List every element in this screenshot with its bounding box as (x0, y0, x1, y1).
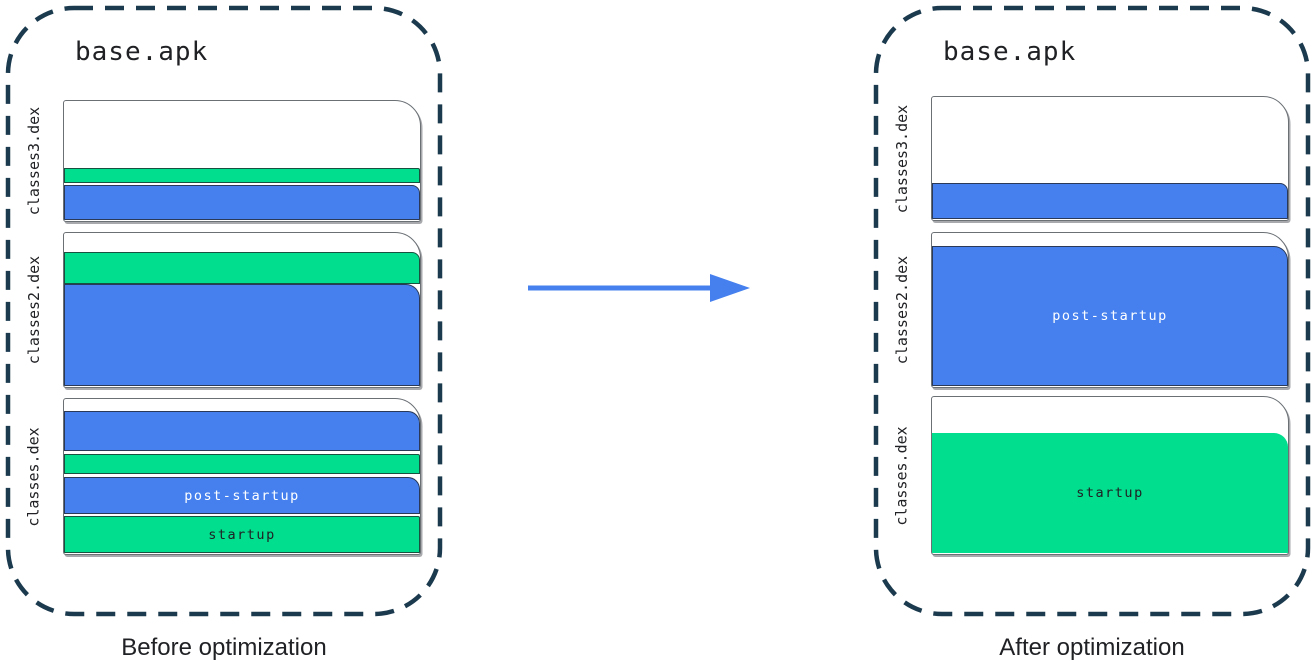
caption-before: Before optimization (121, 634, 327, 661)
caption-after: After optimization (999, 634, 1185, 661)
dex-file-label-text: classes3.dex (25, 106, 43, 216)
band-label: post-startup (184, 487, 300, 504)
panel-after: base.apk classes3.dex classes2.dex post-st… (873, 5, 1311, 617)
band-label: startup (1076, 485, 1144, 501)
dex-band-green (64, 454, 420, 474)
dex-page (63, 232, 421, 388)
dex-file-label: classes3.dex (19, 100, 49, 222)
band-label: startup (208, 526, 276, 543)
dashed-apk-border (5, 5, 443, 617)
dex-file-label: classes.dex (887, 396, 917, 555)
dex-page: startup post-startup (63, 398, 421, 555)
dex-band-post-startup: post-startup (64, 477, 420, 514)
dex-file-label-text: classes3.dex (893, 104, 911, 213)
dex-file-label: classes.dex (19, 398, 49, 555)
dex-band-green (64, 252, 420, 284)
dex-band-blue (64, 185, 420, 220)
right-arrow-icon (528, 274, 750, 302)
dex-band-blue (932, 183, 1288, 219)
dex-file-label: classes3.dex (887, 96, 917, 221)
dex-file-label-text: classes.dex (25, 426, 43, 527)
dex-file-label: classes2.dex (19, 232, 49, 388)
panel-before: base.apk classes3.dex classes2.dex classes… (5, 5, 443, 617)
dex-file-label-text: classes2.dex (25, 255, 43, 365)
dex-band-blue (64, 284, 420, 386)
dex-file-label: classes2.dex (887, 232, 917, 388)
apk-title-before: base.apk (75, 37, 209, 67)
dex-file-label-text: classes2.dex (893, 255, 911, 365)
dex-band-startup: startup (932, 433, 1288, 553)
dex-file-label-text: classes.dex (893, 425, 911, 526)
dex-band-startup: startup (64, 516, 420, 553)
dashed-apk-border (873, 5, 1311, 617)
dex-page: post-startup (931, 232, 1289, 388)
dex-band-post-startup: post-startup (932, 246, 1288, 386)
dex-page: startup (931, 396, 1289, 555)
dex-page (931, 96, 1289, 221)
band-label: post-startup (1052, 308, 1168, 324)
dex-page (63, 100, 421, 222)
apk-title-after: base.apk (943, 37, 1077, 67)
dex-band-blue (64, 411, 420, 451)
dex-band-green (64, 168, 420, 183)
